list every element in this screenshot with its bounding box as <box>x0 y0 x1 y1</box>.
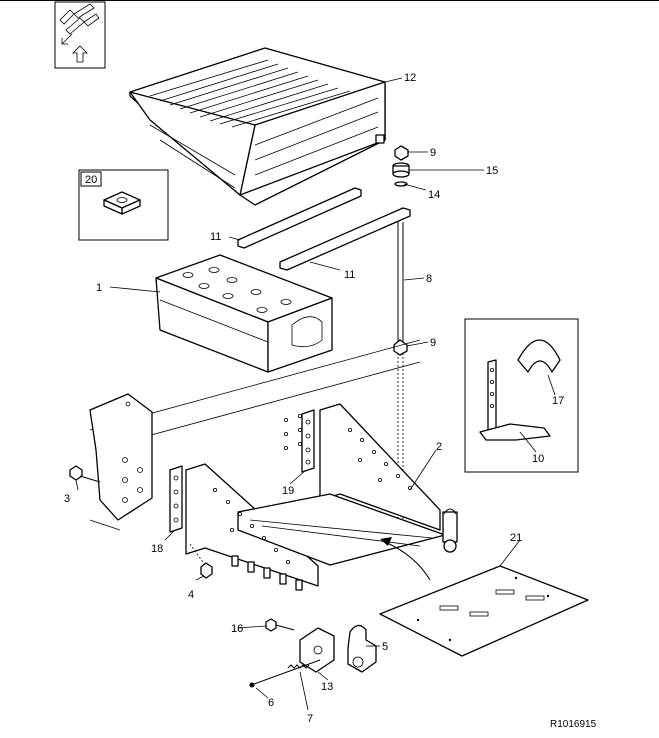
leader-lines <box>75 77 556 711</box>
callout-labels: 12 9 15 14 20 11 11 8 9 1 2 3 4 18 19 16… <box>64 72 564 725</box>
bracket-10 <box>479 359 551 441</box>
battery-tray <box>185 403 446 591</box>
figure-reference-code: R1016915 <box>550 719 597 730</box>
rod-nut <box>393 339 408 356</box>
callout-2: 2 <box>436 441 442 453</box>
battery <box>155 254 333 373</box>
frame-bracket <box>89 393 153 521</box>
latch-bracket-13 <box>299 627 335 673</box>
callout-17: 17 <box>552 395 564 407</box>
callout-14: 14 <box>428 189 440 201</box>
callout-12: 12 <box>404 72 416 84</box>
callout-13: 13 <box>321 681 333 693</box>
latch-hook-5 <box>347 624 377 673</box>
clamp-17 <box>517 339 561 373</box>
tray-mat-21 <box>379 565 589 657</box>
detail-box-20 <box>78 169 169 241</box>
callout-6: 6 <box>268 697 274 709</box>
vehicle-orientation-icon <box>54 1 106 69</box>
nut-4 <box>189 543 213 579</box>
callout-15: 15 <box>486 165 498 177</box>
pin-6 <box>249 659 321 688</box>
callout-11-right: 11 <box>344 269 355 281</box>
callout-3: 3 <box>64 493 70 505</box>
reinforcement-plate-19 <box>301 409 315 473</box>
spring-7 <box>287 664 310 669</box>
callout-8: 8 <box>426 273 432 285</box>
callout-11-left: 11 <box>210 231 221 243</box>
callout-21: 21 <box>510 532 522 544</box>
callout-7: 7 <box>307 713 313 725</box>
support-rails <box>237 187 411 271</box>
insertion-arrow <box>380 537 431 581</box>
up-arrow-icon <box>72 45 88 63</box>
callout-1: 1 <box>96 282 102 294</box>
nut-washer-stack <box>392 145 410 187</box>
callout-19: 19 <box>282 485 294 497</box>
callout-4: 4 <box>188 589 194 601</box>
reinforcement-plate-18 <box>169 465 183 533</box>
bolt-3 <box>69 465 101 483</box>
callout-20: 20 <box>85 174 97 186</box>
callout-16: 16 <box>231 623 243 635</box>
screw-16 <box>265 618 295 632</box>
callout-9-bottom: 9 <box>430 337 436 349</box>
callout-10: 10 <box>532 453 544 465</box>
detail-box-17-10 <box>464 318 579 473</box>
callout-9-top: 9 <box>430 147 436 159</box>
tray-latch <box>442 508 458 553</box>
callout-5: 5 <box>382 641 388 653</box>
battery-cover <box>129 47 386 206</box>
callout-18: 18 <box>151 543 163 555</box>
